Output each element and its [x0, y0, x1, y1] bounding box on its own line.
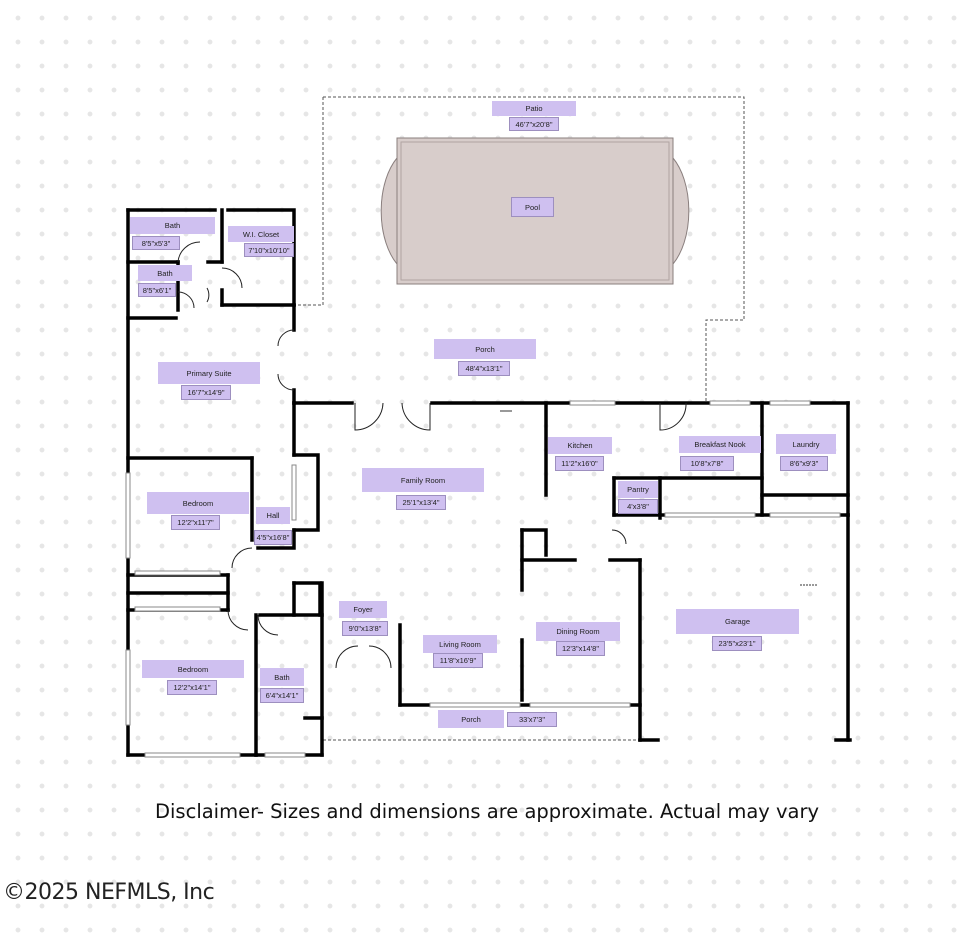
room-name-wi-closet: W.I. Closet: [228, 226, 294, 242]
room-name-bath-1: Bath: [130, 217, 215, 234]
room-size-bath-2: 8'5"x6'1": [138, 283, 176, 297]
pool-shape: [380, 137, 690, 285]
room-name-family-room: Family Room: [362, 468, 484, 492]
room-name-bedroom-1: Bedroom: [147, 492, 249, 514]
room-size-pantry: 4'x3'8": [618, 499, 658, 514]
room-name-living-room: Living Room: [423, 635, 497, 653]
room-name-laundry: Laundry: [776, 434, 836, 454]
room-size-foyer: 9'0"x13'8": [342, 621, 388, 636]
disclaimer-text: Disclaimer- Sizes and dimensions are app…: [155, 800, 820, 823]
room-name-hall: Hall: [256, 507, 290, 524]
room-name-pool: Pool: [511, 197, 554, 217]
dashed-outlines: [294, 96, 745, 741]
doors: [177, 241, 687, 669]
room-size-kitchen: 11'2"x16'0": [555, 456, 604, 471]
room-size-living-room: 11'8"x16'9": [433, 653, 483, 668]
room-size-laundry: 8'6"x9'3": [780, 456, 828, 471]
windows: [125, 400, 841, 758]
copyright-watermark: ©2025 NEFMLS, Inc: [3, 880, 215, 905]
room-size-porch-rear: 48'4"x13'1": [458, 361, 510, 376]
room-name-bedroom-2: Bedroom: [142, 660, 244, 678]
room-size-bath-1: 8'5"x5'3": [132, 236, 180, 250]
room-size-hall: 4'5"x16'8": [254, 530, 292, 545]
room-size-bedroom-1: 12'2"x11'7": [171, 515, 220, 530]
room-size-patio: 46'7"x20'8": [509, 117, 559, 131]
room-name-bath-2: Bath: [138, 265, 192, 281]
room-size-porch-front: 33'x7'3": [507, 712, 557, 727]
room-name-porch-front: Porch: [438, 710, 504, 728]
misc-marks: [500, 410, 818, 586]
room-size-breakfast-nook: 10'8"x7'8": [680, 456, 734, 471]
room-size-family-room: 25'1"x13'4": [396, 495, 446, 510]
room-size-primary-suite: 16'7"x14'9": [181, 385, 231, 400]
room-size-dining-room: 12'3"x14'8": [556, 641, 605, 656]
room-name-bath-3: Bath: [260, 668, 304, 686]
room-name-kitchen: Kitchen: [548, 437, 612, 454]
room-name-breakfast-nook: Breakfast Nook: [679, 436, 761, 453]
room-size-bath-3: 6'4"x14'1": [260, 688, 304, 703]
room-size-bedroom-2: 12'2"x14'1": [167, 680, 217, 695]
room-name-primary-suite: Primary Suite: [158, 362, 260, 384]
room-name-porch-rear: Porch: [434, 339, 536, 359]
room-name-pantry: Pantry: [618, 481, 658, 498]
room-name-foyer: Foyer: [339, 601, 387, 618]
room-name-patio: Patio: [492, 101, 576, 116]
room-size-garage: 23'5"x23'1": [712, 636, 762, 651]
room-name-garage: Garage: [676, 609, 799, 634]
room-size-wi-closet: 7'10"x10'10": [244, 243, 294, 257]
room-name-dining-room: Dining Room: [536, 622, 620, 641]
